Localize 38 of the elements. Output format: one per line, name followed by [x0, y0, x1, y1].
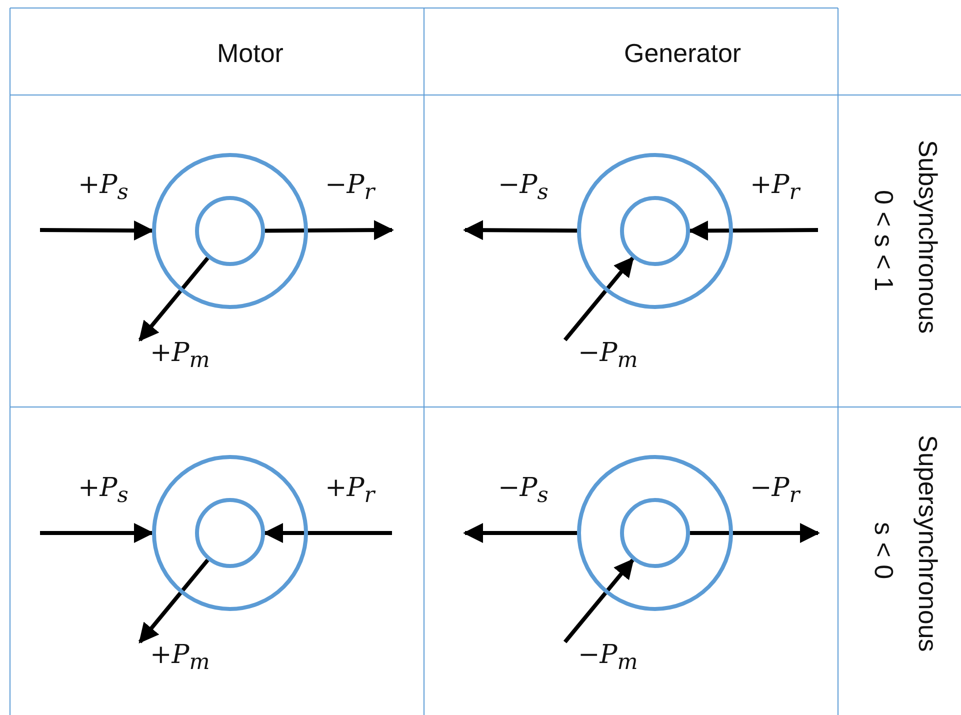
edge-label: +P$_{m}$ [150, 340, 210, 372]
power-flow-arrow [563, 558, 634, 644]
power-flow-arrow [688, 220, 818, 241]
column-header: Generator [624, 38, 742, 69]
rotor-circle [620, 498, 690, 568]
power-flow-arrow [138, 256, 210, 342]
edge-label: +P$_{r}$ [325, 475, 375, 507]
power-flow-arrow [264, 220, 394, 240]
edge-label: +P$_{s}$ [78, 172, 128, 204]
power-flow-arrow [40, 523, 154, 543]
column-header: Motor [217, 38, 284, 69]
edge-label: −P$_{r}$ [325, 172, 375, 204]
rotor-circle [195, 498, 265, 568]
stator-circle [577, 153, 733, 309]
row-header: Supersynchronous [912, 435, 943, 652]
power-flow-arrow [138, 558, 210, 644]
power-flow-arrow [463, 523, 577, 543]
slip-condition: s < 0 [868, 522, 899, 580]
edge-label: −P$_{r}$ [750, 475, 800, 507]
edge-label: −P$_{m}$ [578, 642, 638, 674]
rotor-circle [620, 196, 690, 266]
edge-label: −P$_{s}$ [498, 172, 548, 204]
edge-label: −P$_{s}$ [498, 475, 548, 507]
row-header: Subsynchronous [912, 140, 943, 334]
edge-label: +P$_{s}$ [78, 475, 128, 507]
power-flow-arrow [690, 523, 820, 543]
edge-label: +P$_{m}$ [150, 642, 210, 674]
power-flow-arrow [563, 256, 634, 342]
power-flow-arrow [463, 220, 578, 240]
stator-circle [152, 153, 308, 309]
stator-circle [152, 455, 308, 611]
slip-condition: 0 < s < 1 [868, 190, 899, 292]
edge-label: −P$_{m}$ [578, 340, 638, 372]
stator-circle [577, 455, 733, 611]
power-flow-arrow [40, 220, 154, 240]
edge-label: +P$_{r}$ [750, 172, 800, 204]
rotor-circle [195, 196, 265, 266]
power-flow-arrow [263, 523, 392, 543]
